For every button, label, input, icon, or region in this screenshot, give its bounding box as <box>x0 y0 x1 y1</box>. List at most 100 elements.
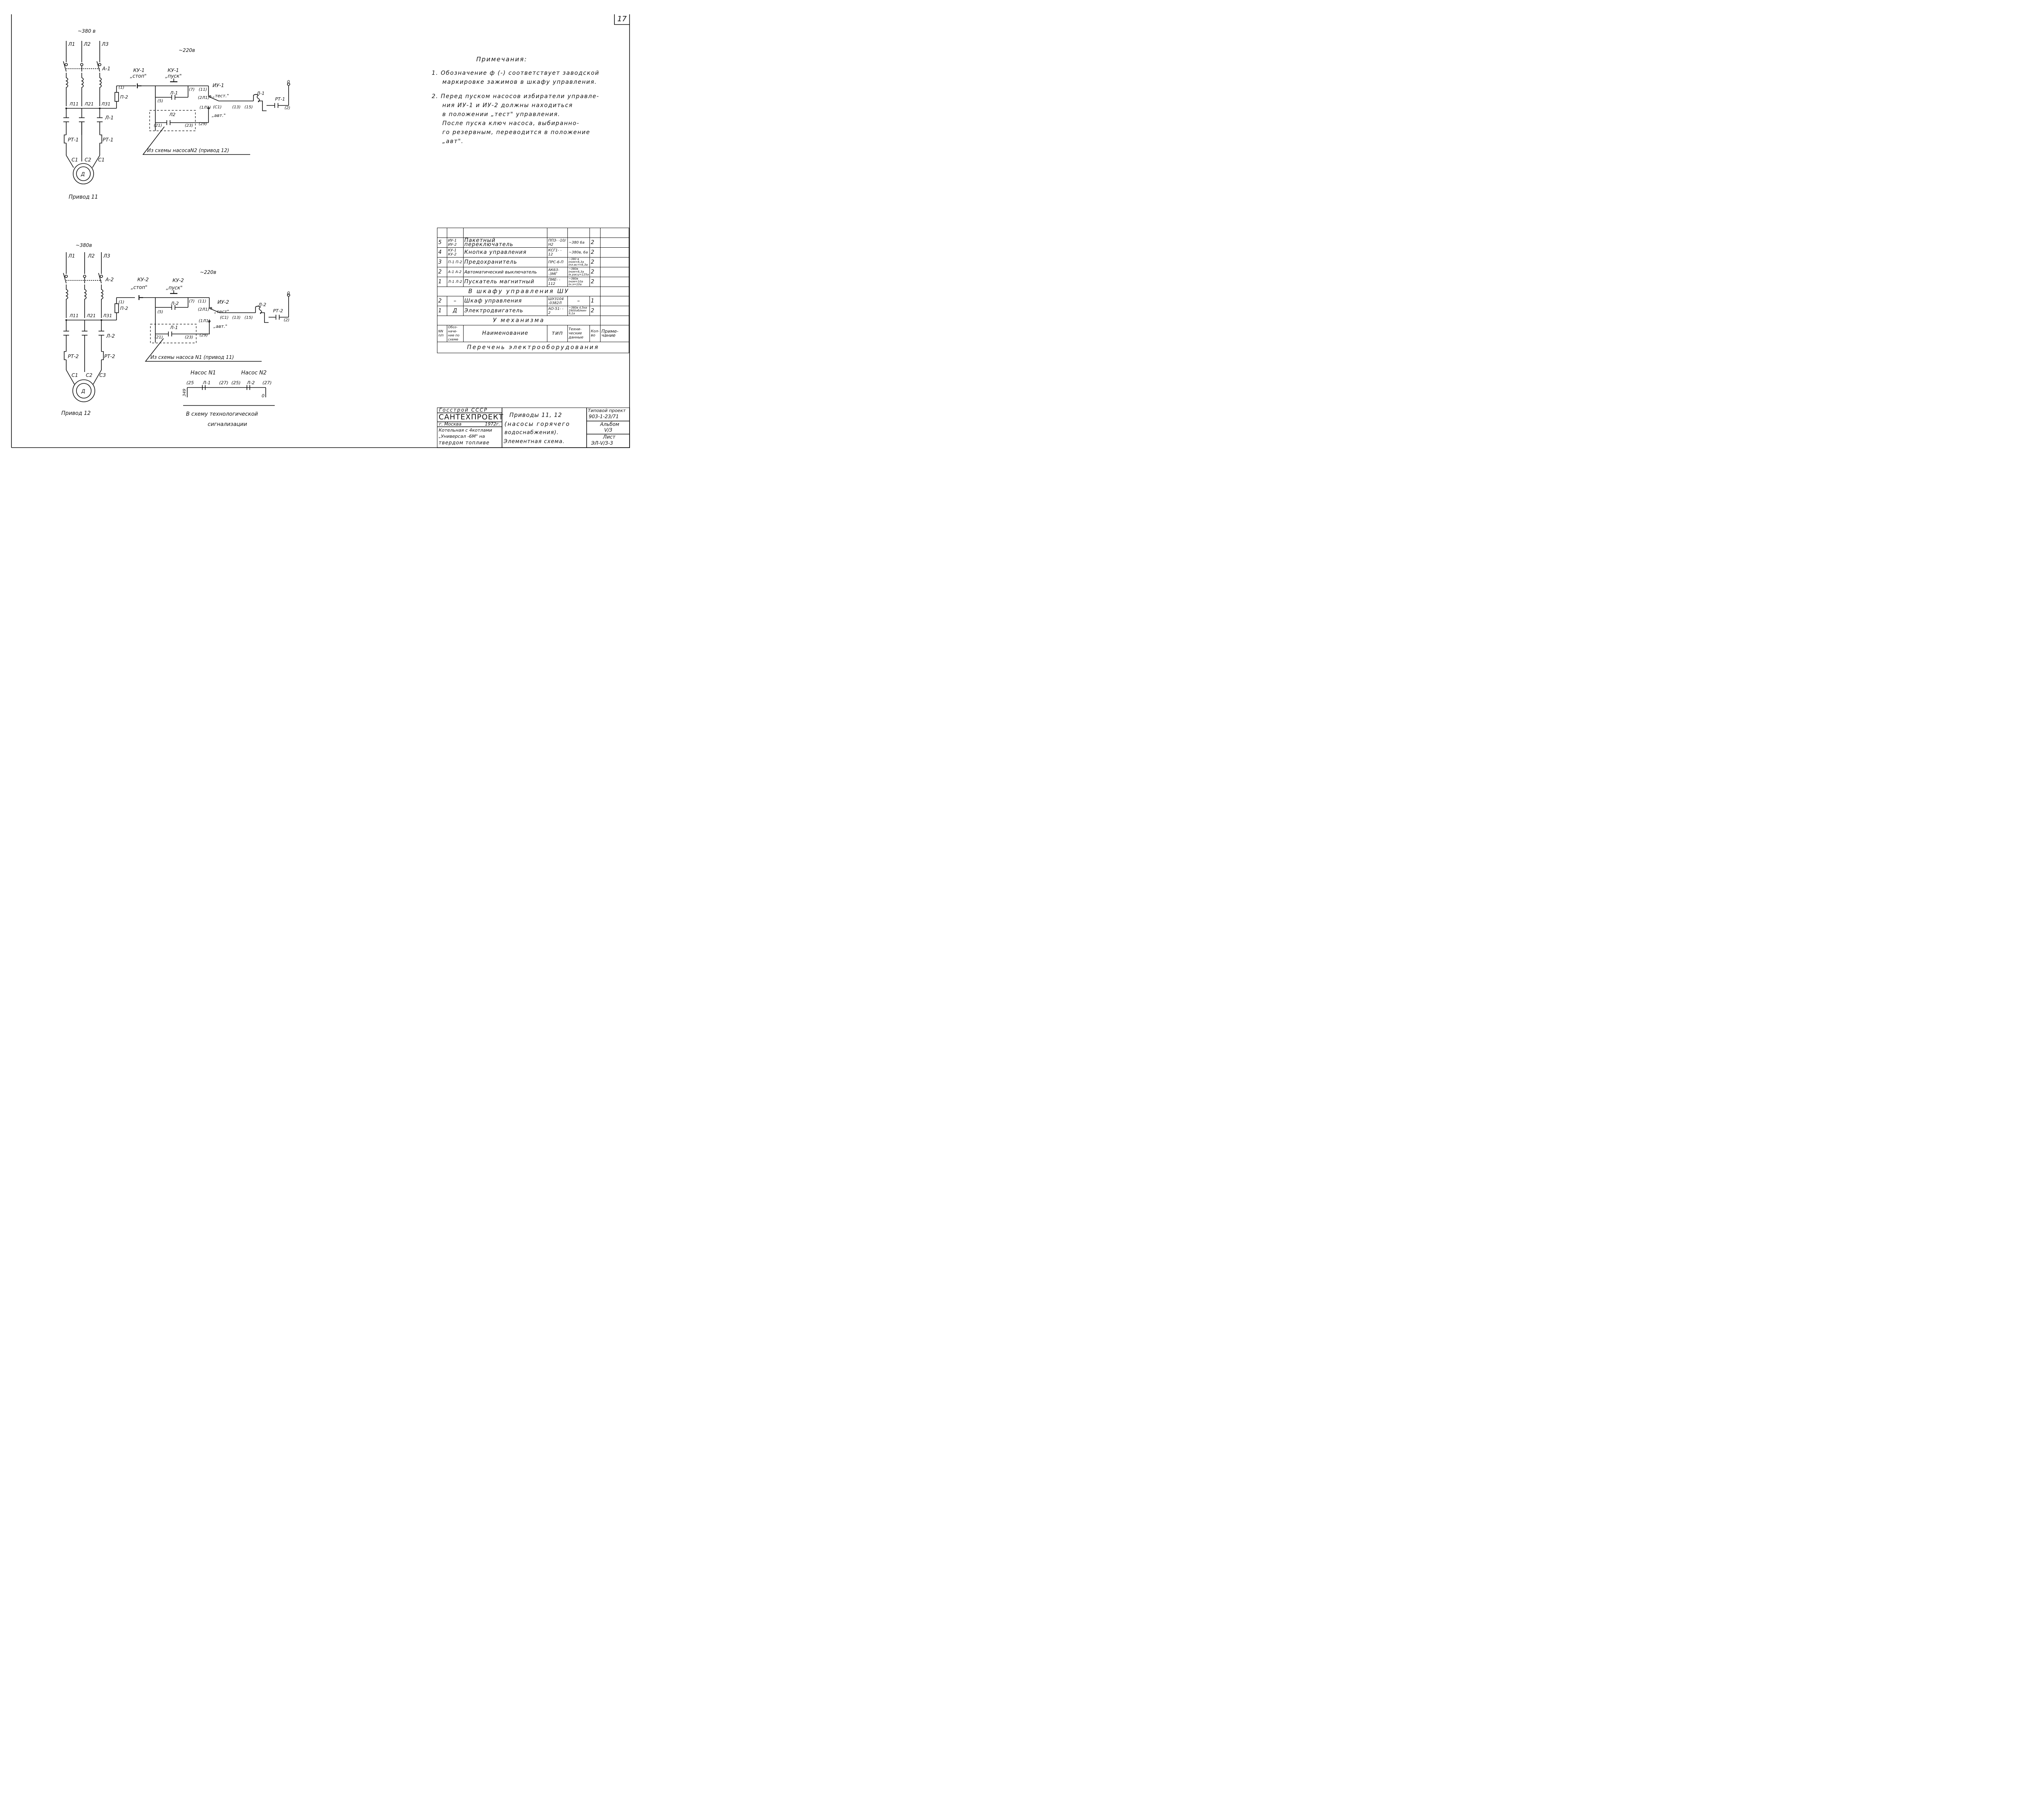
signal-node-25a: (25 <box>186 380 194 385</box>
drive12-start-label: „пуск" <box>166 285 183 291</box>
drive12-node-29: (29) <box>199 333 208 338</box>
title-block-grid <box>437 408 630 448</box>
drive11-node-11: (11) <box>199 87 207 92</box>
drive11-pos-auto: „авт." <box>212 113 226 118</box>
equipment-section-mech: У механизма <box>437 316 629 325</box>
equipment-row-5: 5 ИУ-1 ИУ-2 Пакетный переключатель ППЗ- … <box>437 237 629 248</box>
drive11-node-23: (23) <box>185 123 193 128</box>
drive12-stop-label: „стоп" <box>131 284 148 290</box>
drive11-phase-l3: Л3 <box>101 41 109 47</box>
drive11-motor-term-2: С2 <box>85 157 91 163</box>
drive11-node-1: (1) <box>119 85 124 90</box>
notes-title: Примечания: <box>476 56 527 63</box>
drive-11-control-circuit: ~220в П-2 (1) КУ-1 „стоп" КУ-1 „пуск" Л-… <box>114 47 290 155</box>
equipment-header-row: NN п/п Обоз-наче-ние по схеме Наименован… <box>437 325 629 342</box>
drive12-contactor-label: Л-2 <box>106 333 115 339</box>
signalling-block: Насос N1 Насос N2 (25 Л-1 (27) (25) Л-2 … <box>182 370 275 428</box>
drive11-contactor-label: Л-1 <box>105 115 114 121</box>
drive12-node-23: (23) <box>185 335 193 340</box>
stamp-object-2: „Универсал -6М" на <box>439 434 485 439</box>
drive11-node-2l1: (2Л1) <box>198 96 209 100</box>
drive11-node-c1: (С1) <box>213 105 222 110</box>
drive11-phase-out-3: Л31 <box>101 101 110 107</box>
drive11-zero: 0 <box>287 79 290 85</box>
equipment-footer: Перечень электрооборудования <box>437 342 629 353</box>
drive12-phase-l3: Л3 <box>103 253 110 259</box>
drive11-phase-l2: Л2 <box>83 41 91 47</box>
equipment-table: 5 ИУ-1 ИУ-2 Пакетный переключатель ППЗ- … <box>437 228 629 353</box>
drive11-pos-test: „тест." <box>213 93 229 99</box>
equipment-mech-row-1: 1 Д Электродвигатель АО-51- - 2 ~380в 4,… <box>437 306 629 316</box>
drive12-node-5: (5) <box>157 310 163 314</box>
drive12-voltage-main: ~380в <box>76 242 92 248</box>
stamp-album-label: Альбом <box>600 421 619 427</box>
drive11-relay-1: РТ-1 <box>68 137 79 143</box>
drive12-from-scheme: Из схемы насоса N1 (привод 11) <box>150 354 234 360</box>
drive11-node-21: (21) <box>154 123 162 128</box>
drive12-selector: ИУ-2 <box>217 299 229 305</box>
drive11-motor-term-3: С1 <box>98 157 105 163</box>
stamp-project-label: Типовой проект <box>588 408 626 413</box>
equipment-row-2: 2 А-1 А-2 Автоматический выключатель АК6… <box>437 267 629 277</box>
stamp-year: 1972г. <box>485 421 500 427</box>
note-line-7: го резервным, переводится в положение <box>442 129 590 136</box>
equipment-section-cabinet: В шкафу управления ШУ <box>437 287 629 296</box>
drive12-breaker-label: А-2 <box>105 277 114 282</box>
drive11-self-contact: Л-1 <box>170 90 178 96</box>
stamp-title-2: (насосы горячего <box>504 421 570 428</box>
equipment-row-1: 1 Л-1 Л-2 Пускатель магнитный ПМЕ- - 112… <box>437 277 629 287</box>
drive11-node-15: (15) <box>244 105 253 110</box>
drive-12-control-circuit: ~220в П-2 (1) КУ-2 „стоп" КУ-2 „пуск" Л-… <box>114 269 290 362</box>
schematic-canvas: 17 ~380 в Л1 Л2 Л3 А-1 Л11 Л21 Л31 <box>11 14 630 448</box>
drive12-phase-l2: Л2 <box>87 253 95 259</box>
drive12-phase-l1: Л1 <box>68 253 75 259</box>
stamp-sheet-label: Лист <box>603 434 616 440</box>
stamp-title-1: Приводы 11, 12 <box>509 412 563 419</box>
drive12-start-button: КУ-2 <box>173 278 184 283</box>
drive12-node-2l1: (2Л1) <box>198 307 209 312</box>
drive12-node-c1: (С1) <box>220 316 229 320</box>
drive-12-power-circuit: ~380в Л1 Л2 Л3 А-2 Л11 Л21 Л31 Л-2 РТ-2 … <box>61 242 117 417</box>
sheet-number: 17 <box>617 15 627 23</box>
drive12-self-contact: Л-2 <box>170 301 179 306</box>
drive11-motor-term-1: С1 <box>72 157 78 163</box>
note-line-1: 1. Обозначение ф (-) соответствует завод… <box>432 70 600 76</box>
signal-zero: 0 <box>262 393 264 399</box>
drive11-fuse-label: П-2 <box>120 94 128 100</box>
drive12-caption: Привод 12 <box>61 410 91 417</box>
signal-node-27b: (27) <box>262 380 272 385</box>
drive11-selector: ИУ-1 <box>213 83 224 88</box>
drive11-voltage-main: ~380 в <box>78 28 96 34</box>
stamp-object-1: Котельная с 4котлами <box>439 428 492 433</box>
drive11-phase-l1: Л1 <box>68 41 75 47</box>
drive11-breaker-label: А-1 <box>102 66 110 72</box>
drive12-zero: 0 <box>287 291 290 296</box>
drive11-control-voltage: ~220в <box>179 47 195 53</box>
drive11-node-1l1: (1Л1) <box>199 105 211 110</box>
stamp-title-3: водоснабжения). <box>504 430 559 436</box>
note-line-8: „авт". <box>442 138 464 145</box>
note-line-3: 2. Перед пуском насосов избиратели управ… <box>432 93 599 100</box>
drive11-node-13: (13) <box>232 105 241 110</box>
drive12-pos-auto: „авт." <box>213 324 227 329</box>
equipment-mech-row-2: 2 – Шкаф управления ШУ3104 -0382Л – 1 <box>437 296 629 306</box>
drive11-node-2: (2) <box>285 106 290 110</box>
equipment-row-4: 4 КУ-1 КУ-2 Кнопка управления КСГ1- - 12… <box>437 247 629 258</box>
drive11-relay-ctrl: РТ-1 <box>275 96 285 102</box>
stamp-object-3: твердом топливе <box>439 440 490 446</box>
drive12-stop-button: КУ-2 <box>137 277 149 282</box>
equipment-row-3: 3 П-1 П-2 Предохранитель ПРС-6-П ~380 в … <box>437 257 629 267</box>
drive11-motor-inner <box>76 166 91 181</box>
drive12-node-2: (2) <box>284 318 289 323</box>
stamp-city: г. Москва <box>439 421 462 427</box>
stamp-project-number: 903-1-23/71 <box>589 414 619 419</box>
stamp-album-number: V/3 <box>604 427 612 433</box>
note-line-6: После пуска ключ насоса, выбиранно- <box>442 120 580 127</box>
drive11-phase-out-1: Л11 <box>69 101 78 107</box>
signal-pump1: Насос N1 <box>191 370 216 376</box>
drive12-relay-2: РТ-2 <box>104 354 115 359</box>
drive12-node-1: (1) <box>119 300 124 305</box>
drive11-coil: Л-1 <box>256 91 264 96</box>
signal-l1: Л-1 <box>202 380 211 385</box>
drive12-control-voltage: ~220в <box>200 269 216 275</box>
